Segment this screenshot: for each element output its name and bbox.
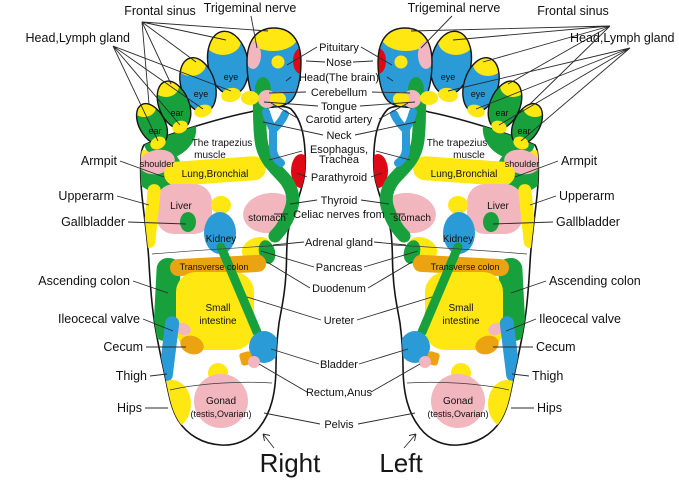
label-cerebellum: Cerebellum [311,87,367,99]
zone-kidney: Kidney [206,234,237,245]
zone-ear: ear [170,108,183,118]
label-armpit-right: Armpit [561,154,598,168]
zone-eye: eye [224,72,239,82]
zone-ear: ear [517,126,530,136]
label-pancreas: Pancreas [316,262,363,274]
label-tongue: Tongue [321,101,357,113]
zone-small-intestine: intestine [199,316,237,327]
label-armpit-left: Armpit [81,154,118,168]
label-cecum-left: Cecum [103,340,143,354]
zone-trapezius: The trapezius [427,138,488,149]
zone-eye: eye [471,89,486,99]
zone-trapezius: The trapezius [192,138,253,149]
label-thyroid: Thyroid [321,195,358,207]
label-hips-left: Hips [117,401,142,415]
right-foot-zone-labels: eye eye ear ear shoulder The trapezius m… [393,72,539,419]
zone-shoulder: shoulder [505,159,540,169]
label-ileocecal-right: Ileocecal valve [539,312,621,326]
label-right-foot: Right [260,448,321,478]
label-neck: Neck [326,130,352,142]
zone-small-intestine: Small [448,303,473,314]
label-esophagus: Esophagus, [310,144,368,156]
zone-eye: eye [194,89,209,99]
label-upperarm-right: Upperarm [559,189,615,203]
label-head-brain: Head(The brain) [299,72,379,84]
label-hips-right: Hips [537,401,562,415]
zone-gonad: (testis,Ovarian) [190,409,251,419]
label-adrenal: Adrenal gland [305,237,373,249]
label-nose: Nose [326,57,352,69]
label-head-lymph-right: Head,Lymph gland [570,31,675,45]
zone-gonad: Gonad [206,396,236,407]
label-trigeminal-right: Trigeminal nerve [408,1,501,15]
label-carotid: Carotid artery [306,114,373,126]
label-pelvis: Pelvis [324,419,354,431]
arrow-right-foot [262,433,275,449]
zone-ear: ear [495,108,508,118]
zone-small-intestine: intestine [442,316,480,327]
zone-kidney: Kidney [443,234,474,245]
outer-labels: Frontal sinus Trigeminal nerve Trigemina… [26,1,675,415]
label-duodenum: Duodenum [312,283,366,295]
label-rectum-anus: Rectum,Anus [306,387,373,399]
label-gallbladder-left: Gallbladder [61,215,125,229]
label-trachea: Trachea [319,154,360,166]
zone-transverse-colon: Transverse colon [180,262,249,272]
label-thigh-right: Thigh [532,369,563,383]
zone-stomach: stomach [248,213,286,224]
zone-trapezius: muscle [194,150,226,161]
zone-shoulder: shoulder [140,159,175,169]
label-left-foot: Left [379,448,423,478]
label-ascending-colon-right: Ascending colon [549,274,641,288]
label-celiac-nerves: Celiac nerves from [293,209,385,221]
label-trigeminal-left: Trigeminal nerve [204,1,297,15]
leader-lines [112,15,631,425]
label-pituitary: Pituitary [319,42,359,54]
label-frontal-sinus-left: Frontal sinus [124,4,196,18]
center-labels: Pituitary Nose Head(The brain) Cerebellu… [293,42,385,431]
label-thigh-left: Thigh [116,369,147,383]
zone-gonad: Gonad [443,396,473,407]
right-foot-diagram [368,20,549,445]
label-upperarm-left: Upperarm [58,189,114,203]
label-ascending-colon-left: Ascending colon [38,274,130,288]
label-gallbladder-right: Gallbladder [556,215,620,229]
label-frontal-sinus-right: Frontal sinus [537,4,609,18]
label-cecum-right: Cecum [536,340,576,354]
left-foot-zone-labels: eye eye ear ear shoulder The trapezius m… [140,72,286,419]
label-parathyroid: Parathyroid [311,172,367,184]
label-bladder: Bladder [320,359,358,371]
zone-gonad: (testis,Ovarian) [427,409,488,419]
zone-transverse-colon: Transverse colon [431,262,500,272]
zone-small-intestine: Small [205,303,230,314]
zone-lung: Lung,Bronchial [182,169,249,180]
label-head-lymph-left: Head,Lymph gland [26,31,131,45]
zone-eye: eye [441,72,456,82]
label-ileocecal-left: Ileocecal valve [58,312,140,326]
left-foot-diagram [130,20,311,445]
label-ureter: Ureter [324,315,355,327]
zone-lung: Lung,Bronchial [431,169,498,180]
zone-trapezius: muscle [453,150,485,161]
zone-ear: ear [148,126,161,136]
zone-liver: Liver [170,201,192,212]
zone-stomach: stomach [393,213,431,224]
arrow-left-foot [403,433,417,449]
foot-side-labels: Right Left [260,433,423,478]
zone-liver: Liver [487,201,509,212]
